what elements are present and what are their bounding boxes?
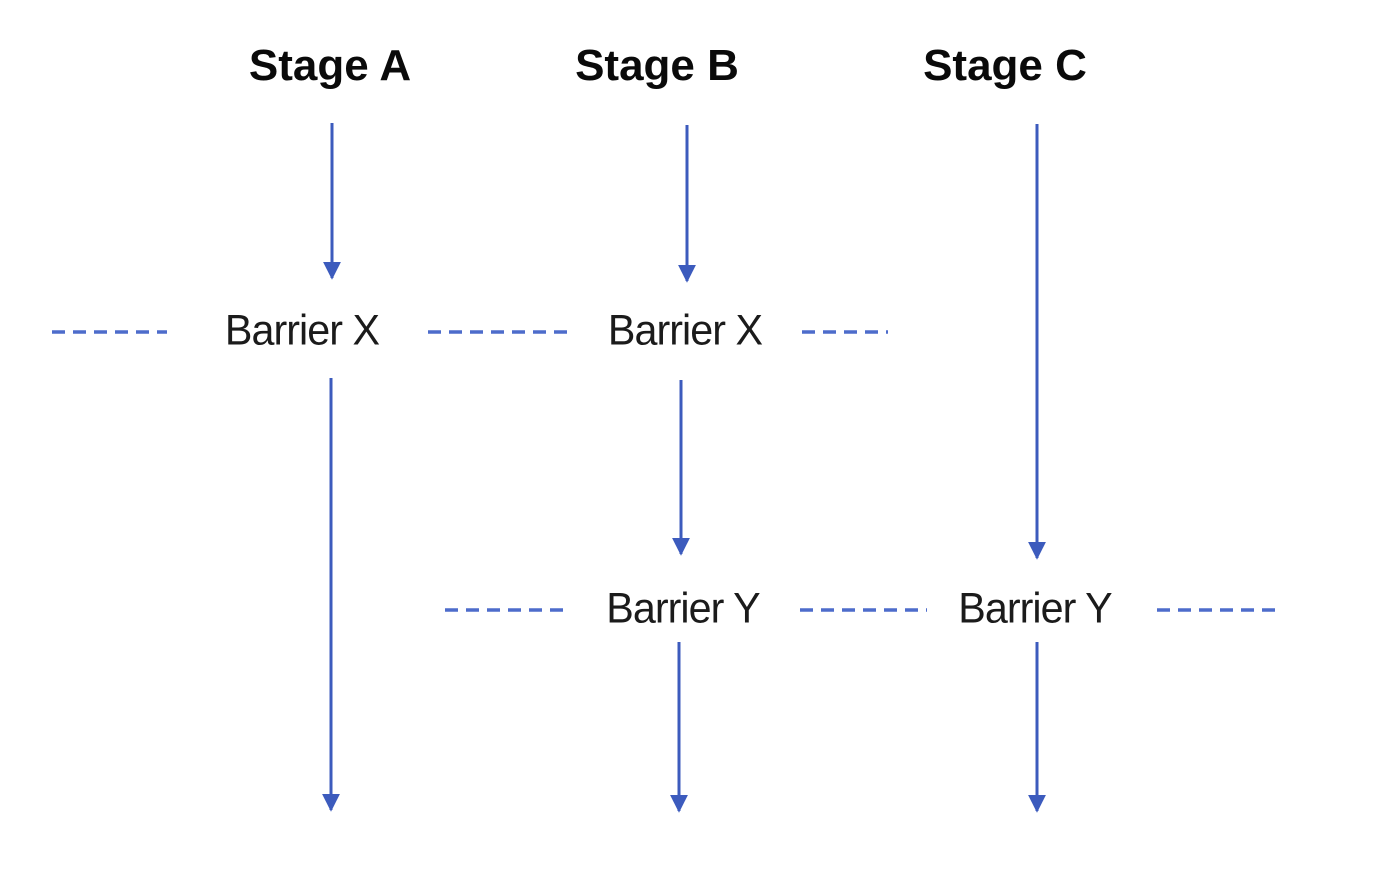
stage-b-heading: Stage B [575,41,739,90]
barrier-x-label-stage-b: Barrier X [607,306,763,355]
barrier-y-label-stage-b: Barrier Y [606,584,760,633]
stage-c-heading: Stage C [923,41,1087,90]
barrier-y-label-stage-c: Barrier Y [958,584,1112,633]
barrier-x-label-stage-a: Barrier X [224,306,380,355]
stage-a-heading: Stage A [248,41,412,90]
